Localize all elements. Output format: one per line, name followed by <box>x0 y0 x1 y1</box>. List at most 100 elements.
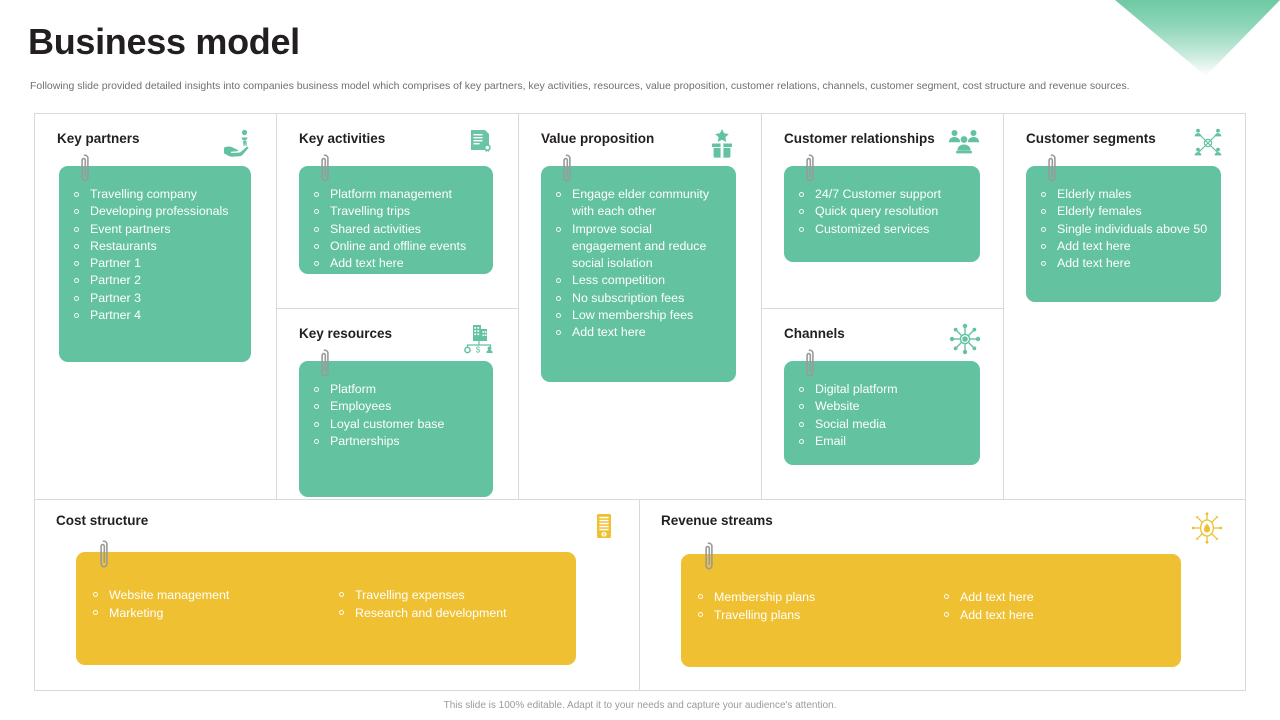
list-item: Add text here <box>1038 238 1209 255</box>
key-resources-note: Platform Employees Loyal customer base P… <box>299 349 493 497</box>
key-resources-title: Key resources <box>299 326 393 341</box>
customer-segments-list: Elderly males Elderly females Single ind… <box>1038 186 1209 272</box>
list-item: Website <box>796 398 968 415</box>
value-proposition-note: Engage elder community with each other I… <box>541 154 736 382</box>
list-item: Customized services <box>796 221 968 238</box>
list-item: Partner 4 <box>71 307 239 324</box>
cost-structure-title: Cost structure <box>56 513 149 528</box>
paperclip-icon <box>321 349 329 377</box>
key-resources-list: Platform Employees Loyal customer base P… <box>311 381 481 450</box>
channels-list: Digital platform Website Social media Em… <box>796 381 968 450</box>
list-item: Marketing <box>90 604 326 622</box>
paperclip-icon <box>563 154 571 182</box>
cell-customer-segments: Customer segments <box>1004 114 1245 499</box>
list-item: Elderly males <box>1038 186 1209 203</box>
list-item: Email <box>796 433 968 450</box>
list-item: Digital platform <box>796 381 968 398</box>
revenue-streams-title: Revenue streams <box>661 513 773 528</box>
list-item: Online and offline events <box>311 238 481 255</box>
svg-text:$: $ <box>476 346 481 355</box>
key-activities-note: Platform management Travelling trips Sha… <box>299 154 493 274</box>
paperclip-icon <box>806 349 814 377</box>
list-item: Add text here <box>311 255 481 272</box>
list-item: Travelling trips <box>311 203 481 220</box>
cost-structure-list-right: Travelling expenses Research and develop… <box>336 586 576 622</box>
key-partners-title: Key partners <box>57 131 140 146</box>
revenue-streams-column-left: Membership plans Travelling plans <box>681 588 931 667</box>
column-key-partners: Key partners <box>35 114 277 499</box>
value-proposition-title: Value proposition <box>541 131 655 146</box>
cell-customer-relationships: Customer relationships <box>762 114 1003 309</box>
list-item: Partner 1 <box>71 255 239 272</box>
decorative-corner-triangle <box>1115 0 1280 76</box>
cell-key-partners: Key partners <box>35 114 276 499</box>
business-model-canvas: Key partners <box>34 113 1246 691</box>
cost-structure-list-left: Website management Marketing <box>90 586 326 622</box>
list-item: 24/7 Customer support <box>796 186 968 203</box>
channels-title: Channels <box>784 326 845 341</box>
cell-head-key-resources: Key resources <box>299 323 496 355</box>
cell-head-value-proposition: Value proposition <box>541 128 739 160</box>
cost-structure-column-left: Website management Marketing <box>76 586 326 665</box>
cell-head-channels: Channels <box>784 323 981 355</box>
paperclip-icon <box>81 154 89 182</box>
list-item: Loyal customer base <box>311 416 481 433</box>
building-resources-icon: $ <box>462 323 496 355</box>
panel-cost-structure: Cost structure <box>35 500 640 690</box>
people-network-icon <box>1193 128 1223 158</box>
list-item: Research and development <box>336 604 576 622</box>
list-item: Add text here <box>941 606 1181 624</box>
value-proposition-list: Engage elder community with each other I… <box>553 186 724 342</box>
list-item: Platform <box>311 381 481 398</box>
paperclip-icon <box>100 540 108 568</box>
cost-structure-column-right: Travelling expenses Research and develop… <box>326 586 576 665</box>
business-model-bottom-row: Cost structure <box>35 500 1245 690</box>
people-group-icon <box>947 128 981 156</box>
svg-text:$: $ <box>603 533 606 539</box>
list-item: Add text here <box>553 324 724 341</box>
cell-value-proposition: Value proposition <box>519 114 761 499</box>
panel-head-revenue-streams: Revenue streams <box>648 512 1223 544</box>
footer-note: This slide is 100% editable. Adapt it to… <box>443 700 837 711</box>
document-gear-icon <box>466 128 496 160</box>
network-hub-icon <box>949 323 981 355</box>
list-item: Low membership fees <box>553 307 724 324</box>
cell-key-activities: Key activities <box>277 114 518 309</box>
server-cost-icon: $ <box>591 512 617 542</box>
cell-head-customer-segments: Customer segments <box>1026 128 1223 160</box>
list-item: Add text here <box>1038 255 1209 272</box>
revenue-streams-list-right: Add text here Add text here <box>941 588 1181 624</box>
list-item: Event partners <box>71 221 239 238</box>
revenue-streams-column-right: Add text here Add text here <box>931 588 1181 667</box>
column-customer-segments: Customer segments <box>1004 114 1245 499</box>
customer-relationships-title: Customer relationships <box>784 131 935 146</box>
cell-head-customer-relationships: Customer relationships <box>784 128 981 160</box>
column-customer-relationships: Customer relationships <box>762 114 1004 499</box>
list-item: Social media <box>796 416 968 433</box>
list-item: Membership plans <box>695 588 931 606</box>
list-item: Quick query resolution <box>796 203 968 220</box>
list-item: Partnerships <box>311 433 481 450</box>
page-title: Business model <box>28 21 300 62</box>
list-item: Add text here <box>941 588 1181 606</box>
cell-head-key-activities: Key activities <box>299 128 496 160</box>
column-key-activities: Key activities <box>277 114 519 499</box>
paperclip-icon <box>705 542 713 570</box>
list-item: Shared activities <box>311 221 481 238</box>
paperclip-icon <box>806 154 814 182</box>
hand-holding-person-icon <box>222 128 254 158</box>
list-item: Platform management <box>311 186 481 203</box>
list-item: Partner 2 <box>71 272 239 289</box>
cell-head-key-partners: Key partners <box>57 128 254 160</box>
list-item: Single individuals above 50 <box>1038 221 1209 238</box>
paperclip-icon <box>1048 154 1056 182</box>
list-item: Website management <box>90 586 326 604</box>
list-item: Improve social engagement and reduce soc… <box>553 221 724 273</box>
key-partners-list: Travelling company Developing profession… <box>71 186 239 324</box>
list-item: Elderly females <box>1038 203 1209 220</box>
list-item: Employees <box>311 398 481 415</box>
panel-revenue-streams: Revenue streams <box>640 500 1245 690</box>
list-item: Travelling company <box>71 186 239 203</box>
key-activities-list: Platform management Travelling trips Sha… <box>311 186 481 272</box>
customer-segments-note: Elderly males Elderly females Single ind… <box>1026 154 1221 302</box>
